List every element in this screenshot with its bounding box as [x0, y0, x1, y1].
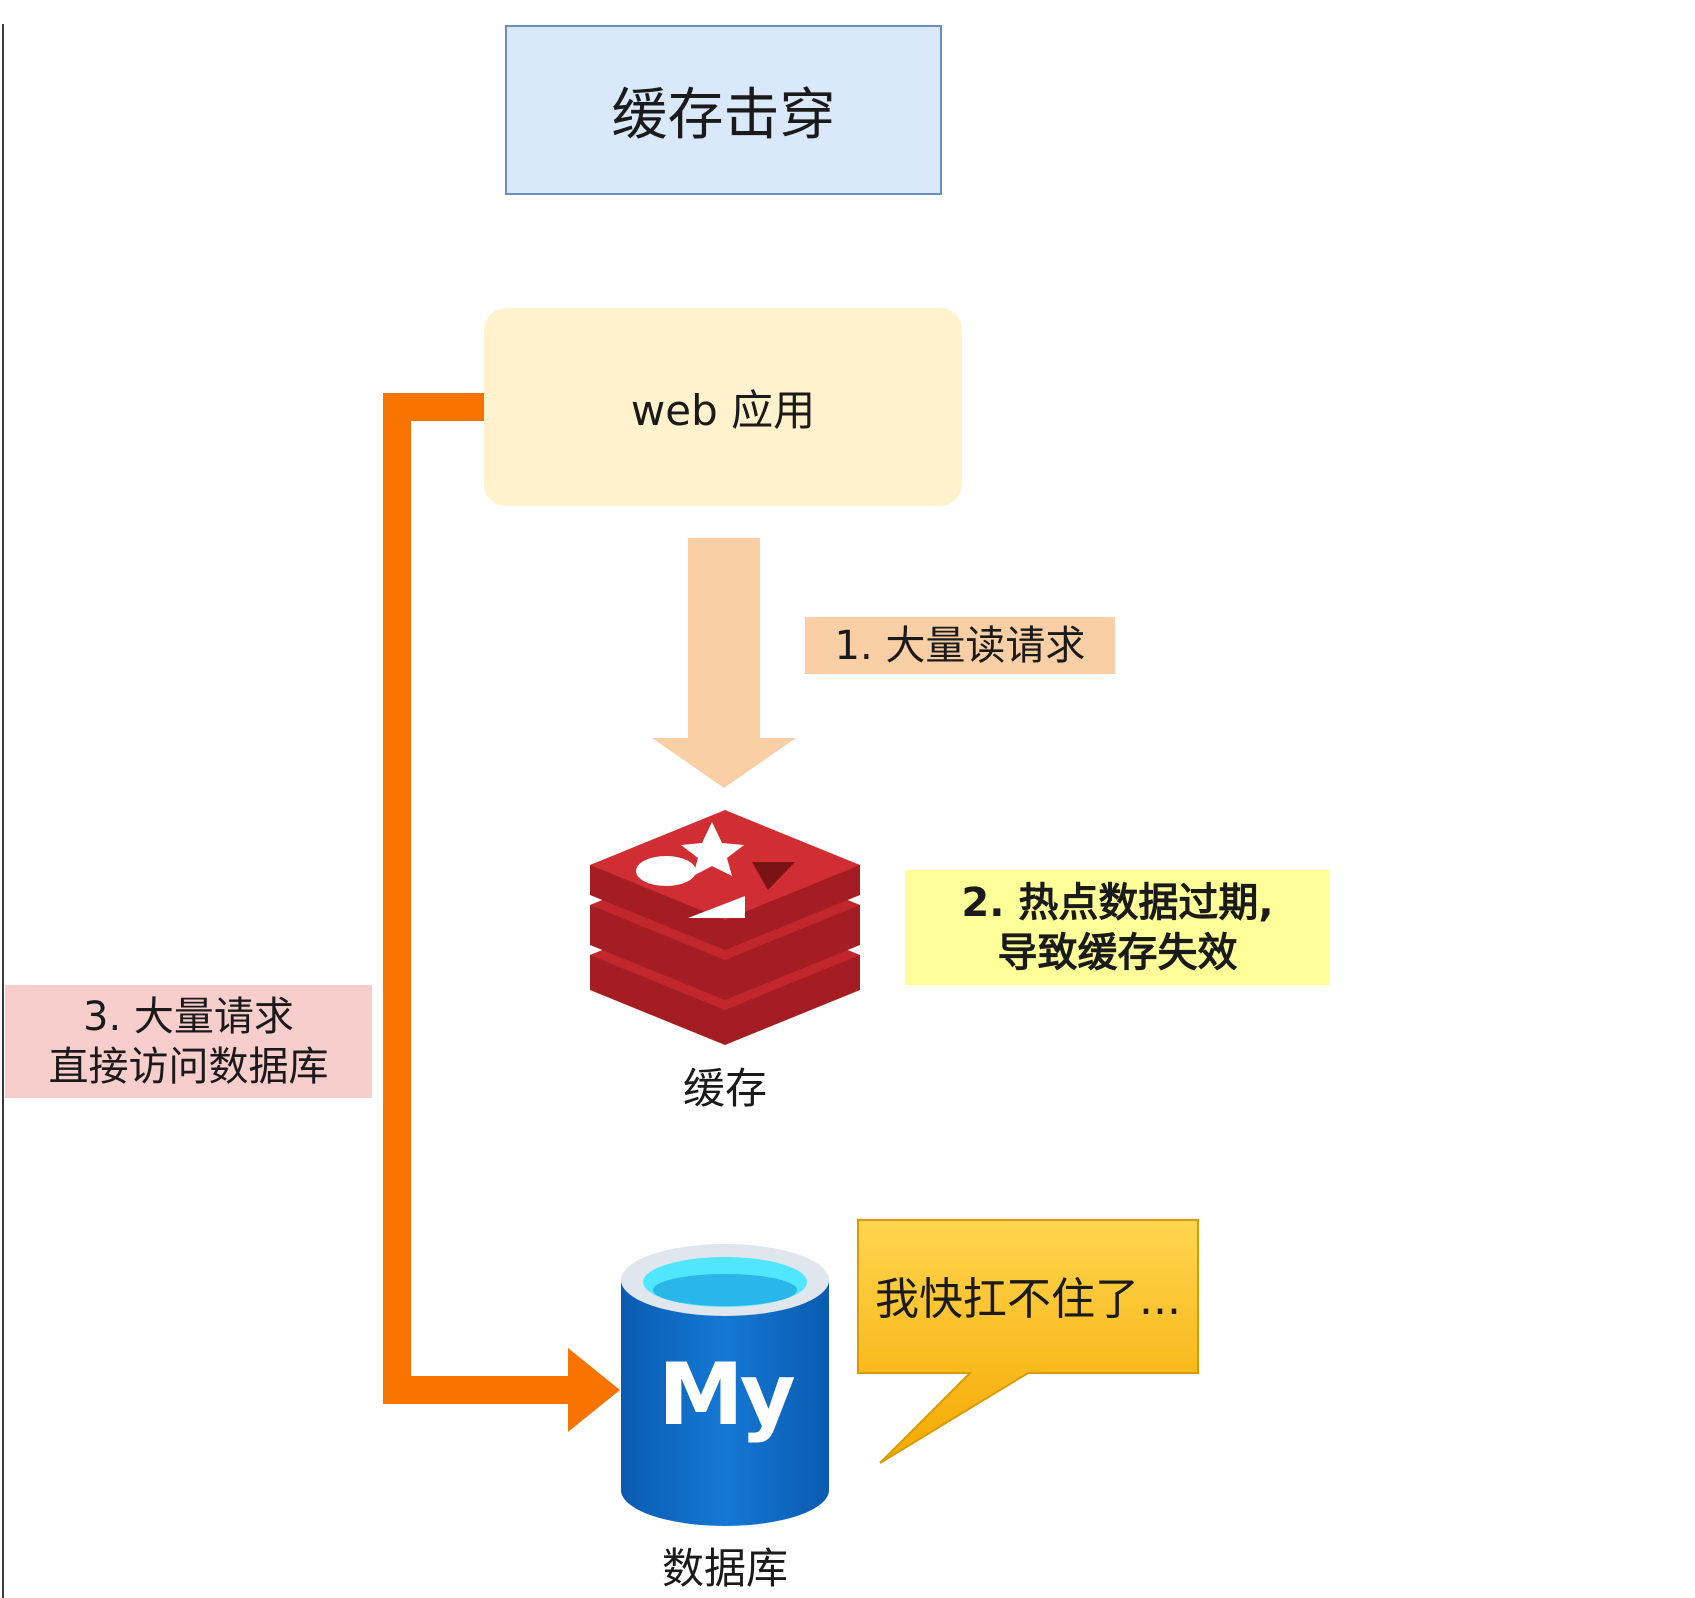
speech-bubble: [857, 1219, 1199, 1464]
speech-bubble-text: 我快扛不住了...: [875, 1274, 1181, 1325]
step2-line2: 导致缓存失效: [997, 929, 1238, 976]
direct-db-access-arrow: [383, 393, 620, 1432]
web-app-node: web 应用: [484, 308, 962, 506]
step2-label: 2. 热点数据过期, 导致缓存失效: [905, 870, 1330, 985]
diagram-title: 缓存击穿: [505, 25, 942, 195]
left-border-rule: [2, 24, 4, 1598]
database-label: 数据库: [661, 1544, 788, 1593]
step3-line2: 直接访问数据库: [48, 1043, 329, 1090]
read-request-arrow: [652, 538, 796, 788]
web-app-label: web 应用: [630, 385, 816, 435]
step2-line1: 2. 热点数据过期,: [961, 879, 1274, 926]
step3-line1: 3. 大量请求: [83, 993, 294, 1040]
step1-label: 1. 大量读请求: [805, 617, 1115, 674]
mysql-icon: [621, 1244, 829, 1526]
redis-icon: [590, 810, 860, 1045]
mysql-logo-text: My: [658, 1345, 796, 1445]
cache-label: 缓存: [682, 1064, 767, 1113]
step3-label: 3. 大量请求 直接访问数据库: [5, 985, 372, 1098]
